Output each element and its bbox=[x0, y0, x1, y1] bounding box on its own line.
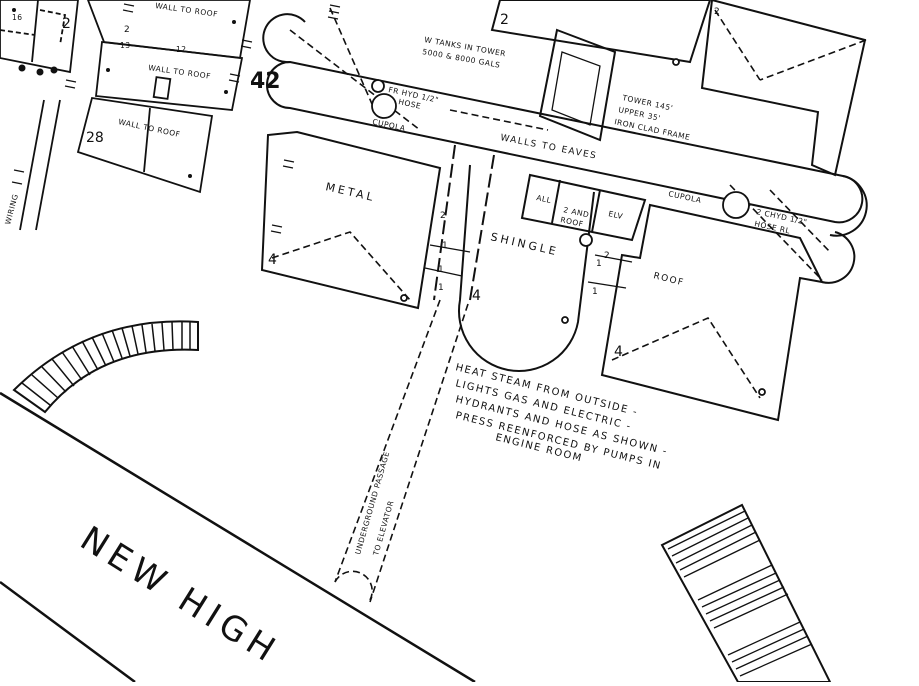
story-1b: 1 bbox=[438, 265, 445, 275]
curved-striped-walkway bbox=[12, 320, 199, 414]
story-1d: 1 bbox=[592, 287, 599, 297]
main-building bbox=[260, 0, 868, 422]
story-2f: 2 bbox=[714, 7, 721, 17]
label-wiring: WIRING bbox=[3, 193, 20, 226]
striped-stairs bbox=[660, 503, 832, 683]
engine-room-note: HEAT STEAM FROM OUTSIDE - LIGHTS GAS AND… bbox=[454, 362, 669, 472]
story-metal-4: 4 bbox=[268, 252, 277, 268]
cupola-circles bbox=[371, 58, 766, 396]
story-28: 28 bbox=[86, 130, 104, 146]
story-2c: 2 bbox=[500, 12, 509, 28]
story-16: 16 bbox=[12, 13, 23, 22]
label-wall-to-roof-1: WALL TO ROOF bbox=[155, 1, 219, 19]
story-2a: 2 bbox=[440, 211, 447, 221]
story-13: 13 bbox=[120, 41, 131, 50]
street-new-high bbox=[0, 391, 520, 684]
roof-diagonals bbox=[271, 7, 867, 603]
label-shingle: SHINGLE bbox=[489, 230, 559, 258]
label-all: ALL bbox=[536, 193, 553, 205]
label-cupola-right: CUPOLA bbox=[668, 189, 703, 205]
label-walls-to-eaves: WALLS TO EAVES bbox=[499, 133, 598, 162]
story-roof-4: 4 bbox=[614, 344, 623, 360]
label-cupola-left: CUPOLA bbox=[372, 117, 407, 133]
story-2e: 2 bbox=[124, 25, 131, 35]
label-elv: ELV bbox=[608, 209, 625, 221]
story-shingle-4: 4 bbox=[472, 288, 481, 304]
story-1e: 1 bbox=[438, 283, 445, 293]
story-2b: 2 bbox=[604, 251, 611, 261]
story-12: 12 bbox=[176, 45, 187, 54]
left-building-dots bbox=[12, 8, 236, 178]
story-1c: 1 bbox=[596, 259, 603, 269]
wall-ticks bbox=[11, 3, 341, 234]
label-metal: METAL bbox=[324, 180, 377, 204]
story-1a: 1 bbox=[442, 241, 449, 251]
block-number: 42 bbox=[250, 69, 281, 94]
story-2-left: 2 bbox=[62, 16, 71, 32]
left-buildings bbox=[0, 0, 251, 231]
label-roof: ROOF bbox=[652, 271, 685, 288]
